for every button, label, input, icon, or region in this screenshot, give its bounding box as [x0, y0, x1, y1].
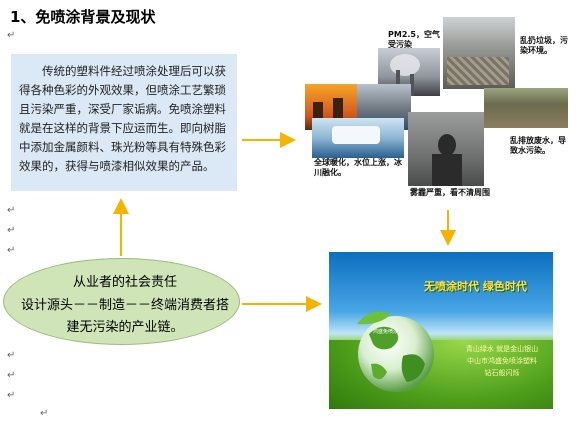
green-era-image: 无喷涂时代 绿色时代 鸿盛免喷涂 青山绿水 就是金山银山 中山市鸿盛免喷涂塑料 …	[329, 252, 553, 409]
ellipse-line-1: 从业者的社会责任	[72, 275, 177, 290]
garbage-caption: 乱扔垃圾，污染环境。	[520, 36, 568, 55]
slogan-line-3: 钻石般闪烁	[484, 369, 520, 377]
slogan-line-2: 中山市鸿盛免喷涂塑料	[467, 357, 537, 365]
green-era-title: 无喷涂时代 绿色时代	[424, 280, 527, 293]
paragraph-mark: ↵	[7, 390, 16, 401]
slogan-line-1: 青山绿水 就是金山银山	[465, 345, 539, 353]
paragraph-mark: ↵	[7, 245, 16, 256]
smog-photo	[408, 112, 484, 186]
paragraph-mark: ↵	[7, 30, 16, 41]
section-heading: 1、免喷涂背景及现状	[10, 8, 156, 26]
paragraph-mark: ↵	[40, 408, 49, 419]
paragraph-mark: ↵	[7, 370, 16, 381]
warming-caption: 全球暖化，水位上涨，冰川融化。	[314, 158, 402, 177]
polluted-water-photo	[484, 88, 568, 128]
responsibility-ellipse	[3, 258, 240, 345]
ellipse-line-3: 建无污染的产业链。	[66, 320, 184, 335]
paragraph-mark: ↵	[7, 225, 16, 236]
smog-caption: 雾霾严重，看不清周围	[410, 188, 490, 197]
ellipse-line-2: 设计源头－－制造－－终端消费者搭	[20, 298, 229, 313]
water-caption: 乱排放废水，导致水污染。	[510, 136, 566, 155]
background-text-box: 传统的塑料件经过喷涂处理后可以获得各种色彩的外观效果，但喷涂工艺繁琐且污染严重，…	[11, 54, 237, 191]
green-globe-icon	[357, 311, 434, 392]
background-text: 传统的塑料件经过喷涂处理后可以获得各种色彩的外观效果，但喷涂工艺繁琐且污染严重，…	[19, 64, 226, 173]
pollution-collage: PM2.5，空气受污染 乱扔垃圾，污染环境。 全球暖化，水位上涨，冰川融化。 乱…	[300, 0, 570, 210]
paragraph-mark: ↵	[7, 205, 16, 216]
paragraph-mark: ↵	[7, 350, 16, 361]
pm25-caption: PM2.5，空气受污染	[388, 30, 440, 49]
melting-ice-photo	[312, 118, 404, 158]
garbage-photo	[443, 17, 515, 89]
globe-label: 鸿盛免喷涂	[373, 329, 399, 335]
